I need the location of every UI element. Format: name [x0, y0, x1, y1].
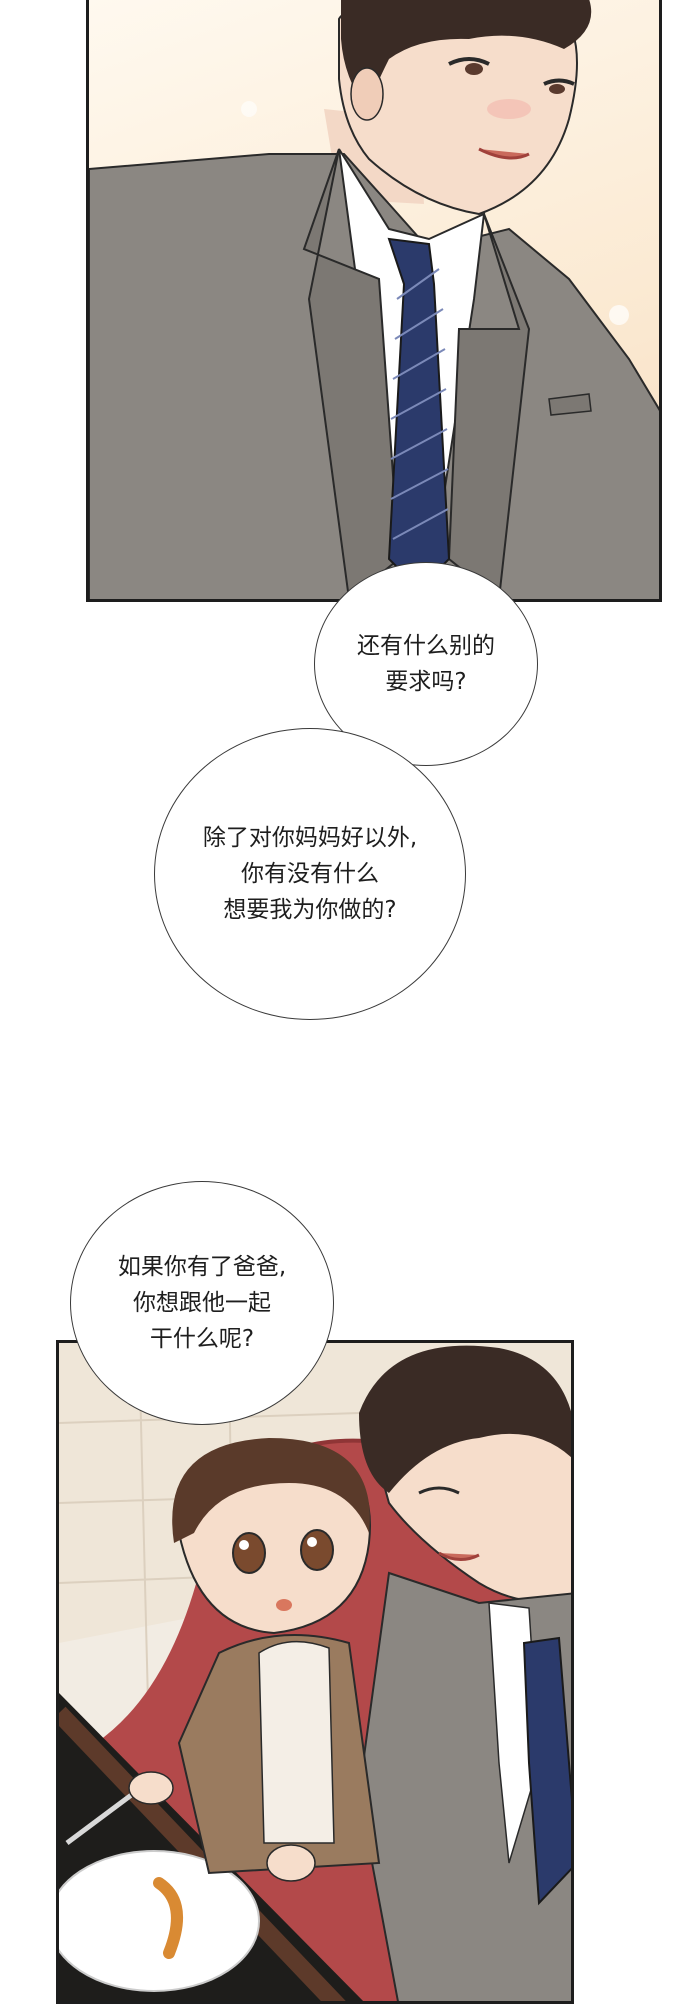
- speech-bubble-2: 除了对你妈妈好以外, 你有没有什么 想要我为你做的?: [154, 728, 466, 1020]
- speech-bubble-1-text: 还有什么别的 要求吗?: [357, 633, 495, 695]
- comic-panel-top: [86, 0, 662, 602]
- speech-bubble-3: 如果你有了爸爸, 你想跟他一起 干什么呢?: [70, 1181, 334, 1425]
- comic-panel-bottom: [56, 1340, 574, 2004]
- speech-bubble-1: 还有什么别的 要求吗?: [314, 562, 538, 766]
- man-in-suit-illustration: [89, 0, 659, 599]
- speech-bubble-2-text: 除了对你妈妈好以外, 你有没有什么 想要我为你做的?: [202, 825, 418, 923]
- child-and-man-illustration: [59, 1343, 571, 2001]
- speech-bubble-3-text: 如果你有了爸爸, 你想跟他一起 干什么呢?: [117, 1254, 287, 1352]
